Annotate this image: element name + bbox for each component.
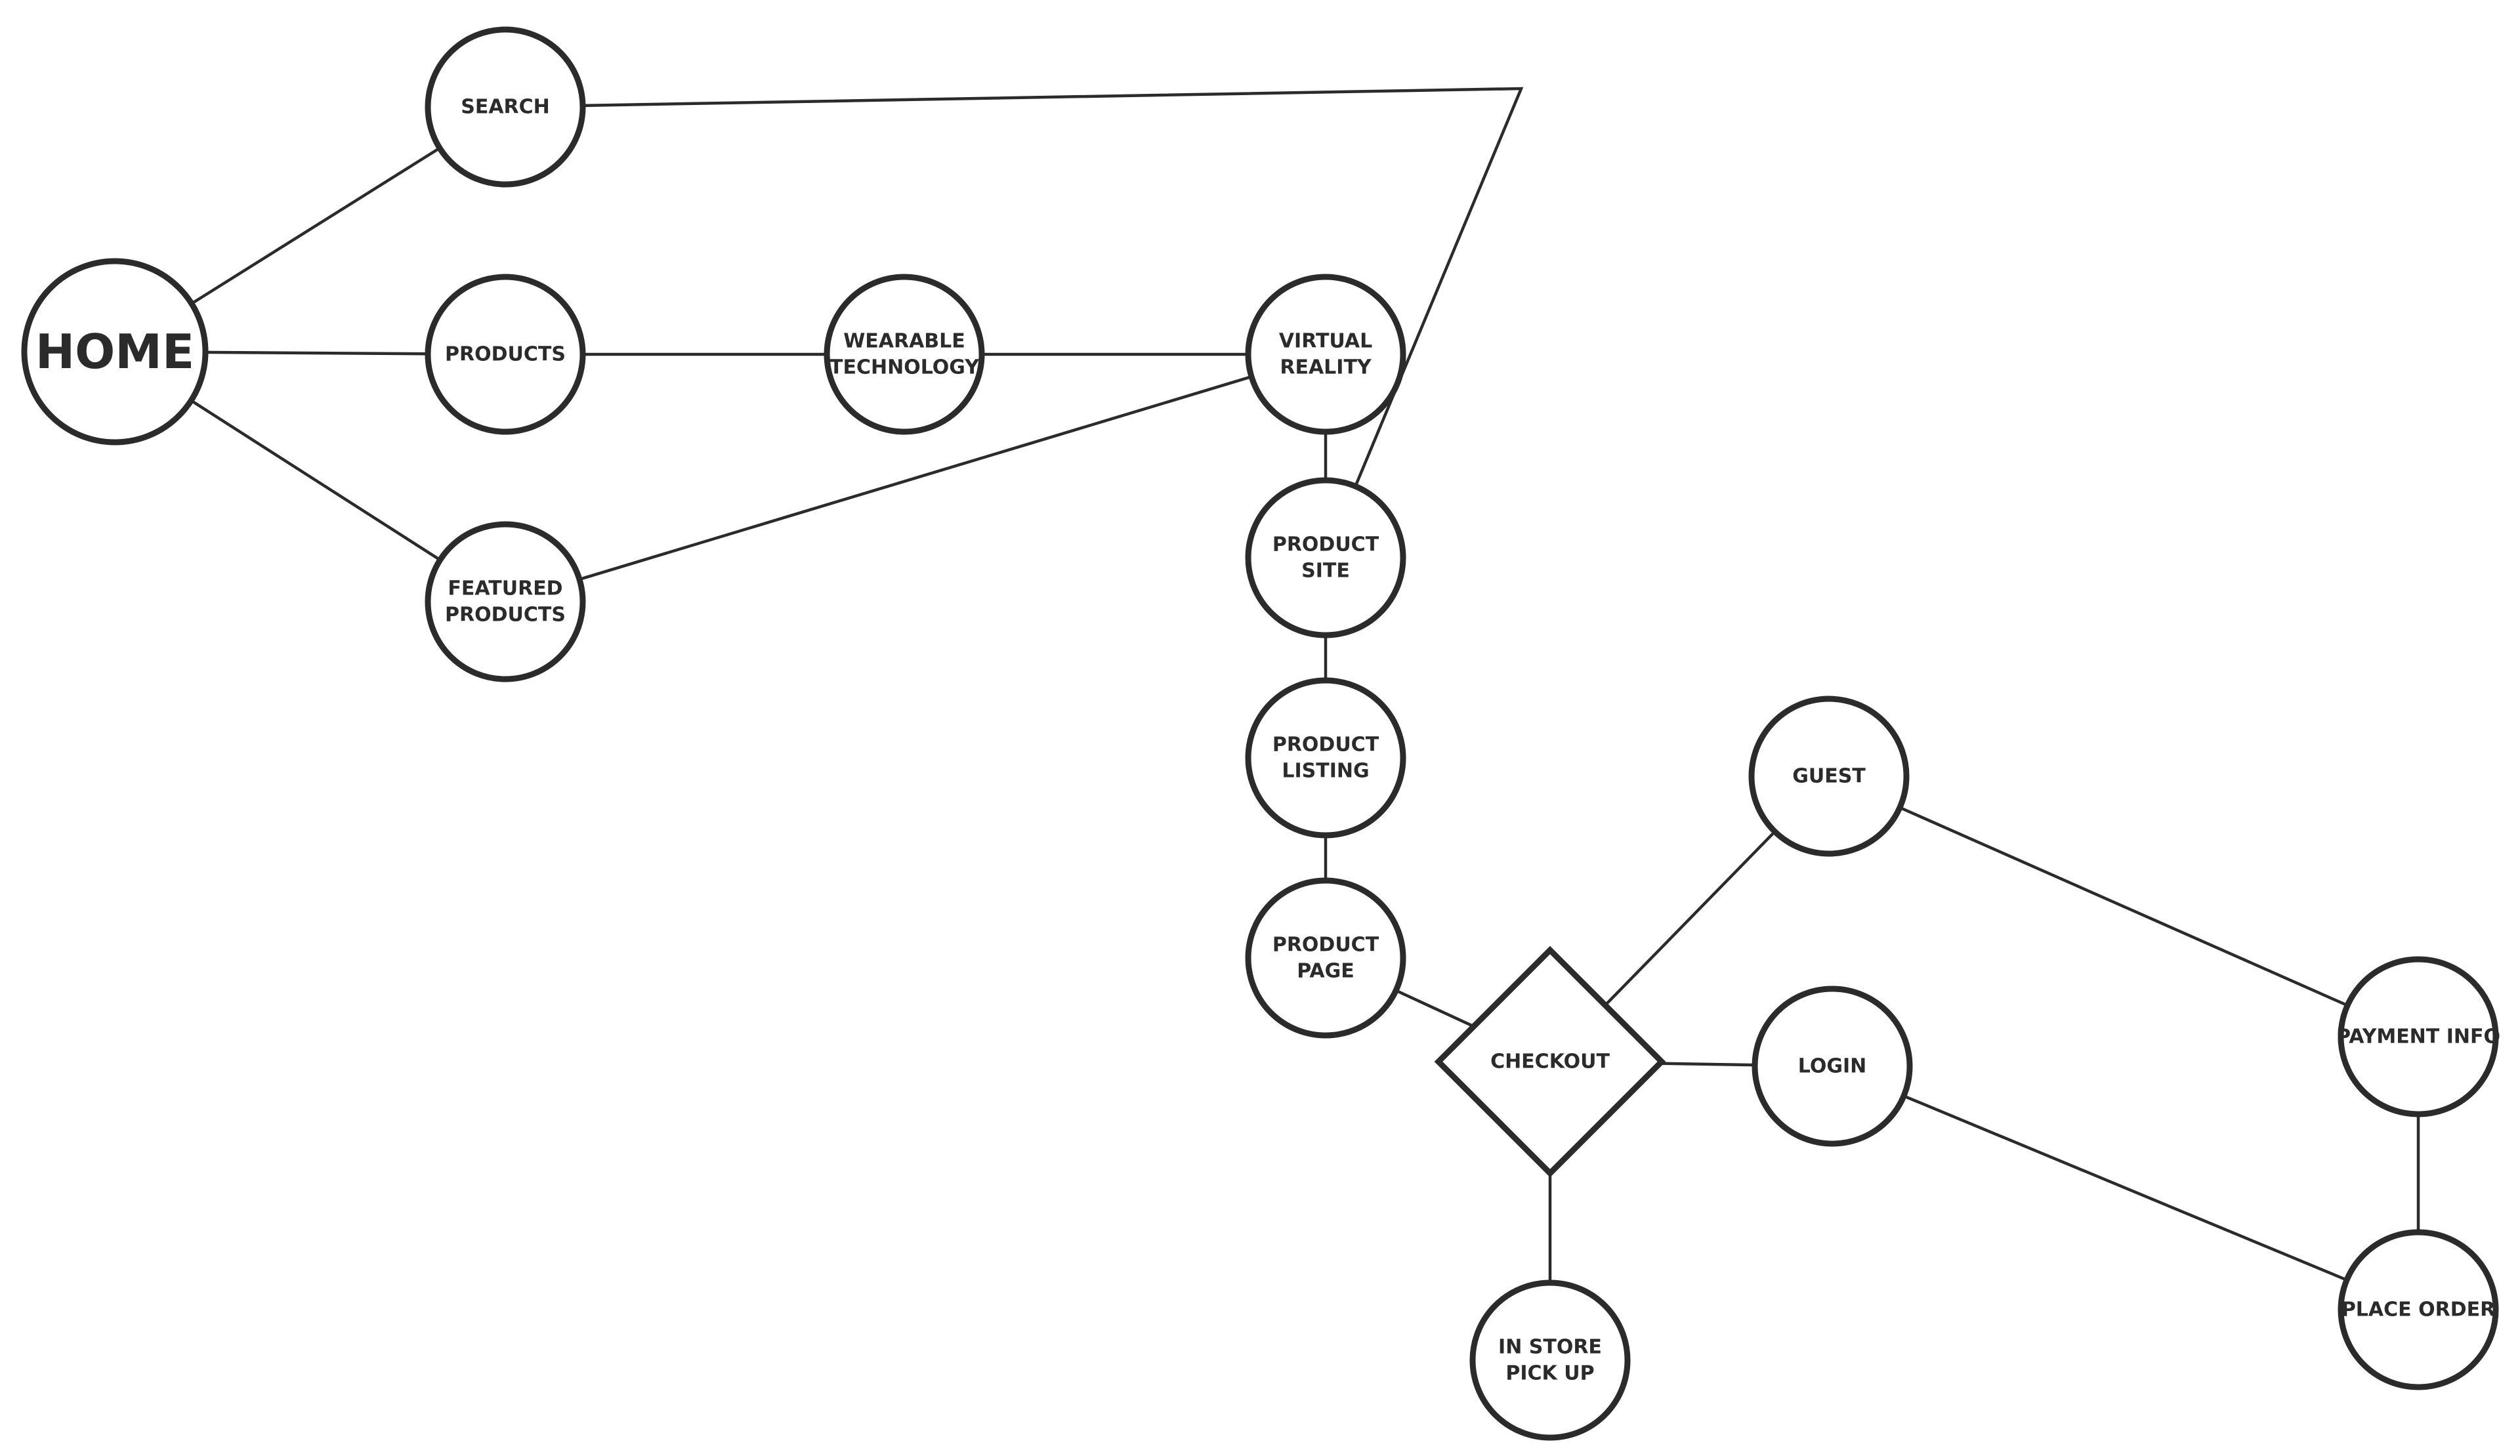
node-product-page-label: PRODUCT [1272, 934, 1379, 957]
node-featured: FEATURED PRODUCTS [425, 521, 586, 682]
node-products: PRODUCTS [425, 274, 586, 435]
node-payment-label: PAYMENT INFO [2336, 1026, 2500, 1049]
node-login: LOGIN [1752, 986, 1913, 1147]
node-product-listing-label: LISTING [1282, 759, 1369, 782]
node-guest-label: GUEST [1792, 765, 1866, 788]
node-guest: GUEST [1748, 696, 1910, 857]
node-instore-circle [1469, 1279, 1631, 1441]
diagram-nodes: HOME SEARCH PRODUCTS FEATURED PRODUCTS WEARAB… [21, 26, 2500, 1441]
node-instore-label: IN STORE [1498, 1336, 1602, 1359]
node-guest-circle [1748, 696, 1910, 857]
node-checkout-diamond [1434, 946, 1666, 1178]
node-home-label: HOME [35, 324, 194, 379]
node-product-page-label: PAGE [1297, 959, 1354, 982]
node-featured-label: FEATURED [448, 577, 562, 600]
node-search: SEARCH [425, 26, 586, 188]
node-payment: PAYMENT INFO [2336, 956, 2500, 1117]
node-instore: IN STORE PICK UP [1469, 1279, 1631, 1441]
node-wearable: WEARABLE TECHNOLOGY [824, 274, 985, 435]
node-featured-label: PRODUCTS [445, 603, 566, 626]
node-vr: VIRTUAL REALITY [1245, 274, 1406, 435]
node-wearable-label: TECHNOLOGY [830, 356, 980, 379]
node-search-circle [425, 26, 586, 188]
node-home: HOME [21, 258, 209, 446]
node-payment-circle [2338, 956, 2499, 1117]
node-product-site-circle [1245, 477, 1406, 638]
node-checkout: CHECKOUT [1434, 946, 1666, 1178]
node-products-label: PRODUCTS [445, 343, 566, 366]
node-product-page-circle [1245, 877, 1406, 1039]
node-vr-circle [1245, 274, 1406, 435]
node-instore-label: PICK UP [1505, 1362, 1594, 1384]
node-place-order: PLACE ORDER [2338, 1229, 2499, 1390]
node-product-site-label: PRODUCT [1272, 533, 1379, 556]
node-product-listing-label: PRODUCT [1272, 734, 1379, 757]
node-place-order-label: PLACE ORDER [2342, 1299, 2495, 1321]
node-product-site: PRODUCT SITE [1245, 477, 1406, 638]
node-featured-circle [425, 521, 586, 682]
edge-featured-to-vr [505, 352, 1326, 604]
edge-guest-to-payment [1828, 774, 2419, 1039]
node-wearable-circle [824, 274, 985, 435]
node-products-circle [425, 274, 586, 435]
node-product-site-label: SITE [1301, 559, 1350, 582]
edge-login-to-place-order [1832, 1064, 2419, 1312]
node-search-label: SEARCH [461, 96, 550, 119]
node-place-order-circle [2338, 1229, 2499, 1390]
node-home-circle [21, 258, 209, 446]
node-login-circle [1752, 986, 1913, 1147]
node-checkout-label: CHECKOUT [1490, 1050, 1610, 1073]
node-login-label: LOGIN [1798, 1055, 1866, 1078]
node-vr-label: VIRTUAL [1279, 330, 1372, 353]
node-vr-label: REALITY [1280, 356, 1372, 379]
node-product-listing-circle [1245, 677, 1406, 839]
node-wearable-label: WEARABLE [843, 330, 965, 353]
